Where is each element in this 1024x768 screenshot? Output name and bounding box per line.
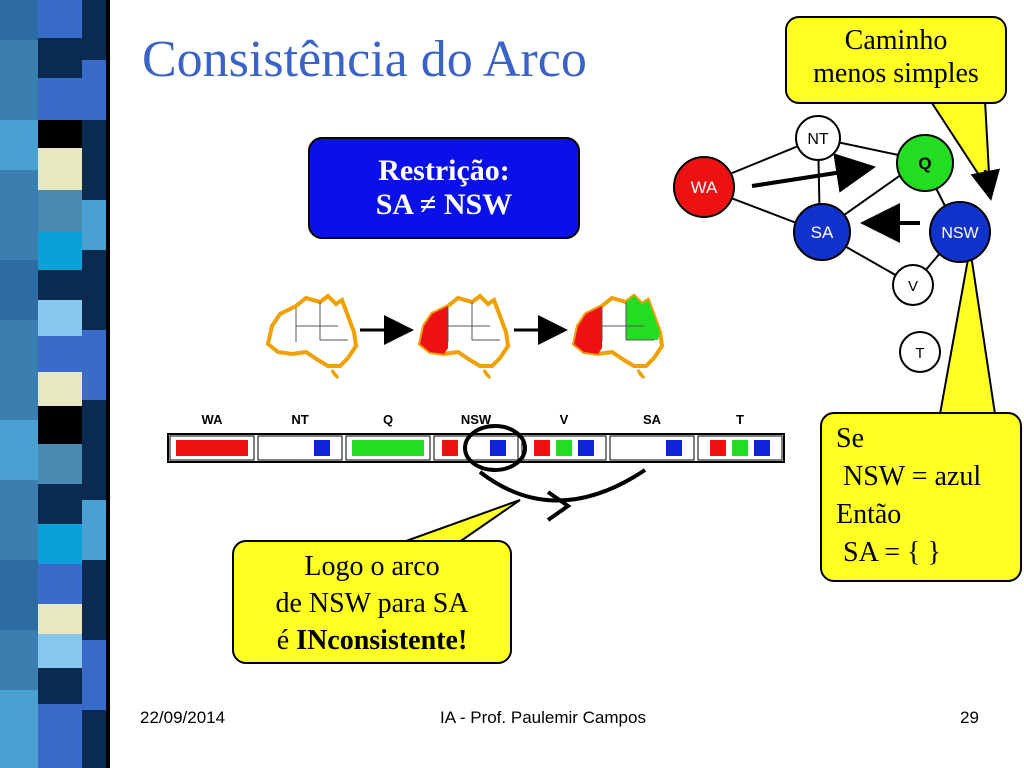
domain-value-green [732,440,748,456]
callout-right-line3: Então [836,499,902,530]
svg-text:T: T [915,345,924,362]
footer-author: IA - Prof. Paulemir Campos [440,708,646,727]
map-australia-2 [417,293,511,380]
graph-arrow-wa-to-q [751,153,876,193]
callout-bottom-line1: Logo o arco [304,551,440,582]
map-australia-1 [265,293,359,380]
domain-value-blue [666,440,682,456]
domain-header-sa: SA [643,412,662,427]
callout-bottom-line2: de NSW para SA [275,588,469,619]
graph-node-v: V [892,264,934,306]
callout-right-pointer [938,247,997,415]
curved-arc-arrowhead [546,490,572,522]
svg-text:WA: WA [691,178,718,197]
callout-right-line2: NSW = azul [836,461,982,492]
callout-top-line2: menos simples [813,58,979,89]
constraint-label: Restrição: [378,154,510,187]
highlight-ellipse [463,424,527,472]
domain-value-blue [578,440,594,456]
slide-title: Consistência do Arco [142,31,587,88]
svg-text:NT: NT [807,131,829,148]
callout-right: Se NSW = azul Então SA = { } [820,412,1022,582]
callout-right-line1: Se [836,423,864,454]
curved-arc-arrow [478,468,647,503]
domain-header-q: Q [383,412,393,427]
svg-text:Q: Q [918,154,931,173]
footer-date: 22/09/2014 [140,708,226,727]
domain-value-blue [314,440,330,456]
graph-node-nsw: NSW [929,201,991,263]
callout-top: Caminho menos simples [785,16,1007,104]
footer-page-number: 29 [960,708,979,727]
callout-bottom-prefix: é [276,625,297,656]
svg-text:SA: SA [811,223,834,242]
domain-header-v: V [560,412,569,427]
domain-table: WA NT Q NSW V SA T [167,412,785,463]
svg-text:NSW: NSW [941,225,979,242]
domain-value-red [710,440,726,456]
domain-value-green [352,440,424,456]
callout-top-arrow [970,168,1001,201]
decorative-stripe-bar [0,0,110,768]
domain-header-nt: NT [291,412,308,427]
domain-header-wa: WA [202,412,224,427]
domain-header-t: T [736,412,744,427]
constraint-box: Restrição: SA ≠ NSW [308,137,580,239]
domain-value-green [556,440,572,456]
svg-text:V: V [908,278,918,295]
domain-value-blue [490,440,506,456]
callout-top-line1: Caminho [844,25,948,56]
callout-right-line4: SA = { } [836,537,941,568]
callout-bottom-emphasis: INconsistente! [296,625,468,656]
map-australia-3 [571,293,665,380]
graph-node-sa: SA [793,203,851,261]
graph-node-t: T [899,331,941,373]
domain-value-blue [754,440,770,456]
callout-bottom-line3: é INconsistente! [234,622,510,659]
domain-value-red [534,440,550,456]
domain-header-nsw: NSW [461,412,492,427]
callout-bottom: Logo o arco de NSW para SA é INconsisten… [232,540,512,664]
domain-value-red [442,440,458,456]
graph-node-nt: NT [795,115,841,161]
graph-node-q: Q [896,134,954,192]
constraint-expression: SA ≠ NSW [375,188,513,221]
callout-bottom-pointer [394,499,521,546]
domain-value-red [176,440,248,456]
graph-node-wa: WA [673,156,735,218]
